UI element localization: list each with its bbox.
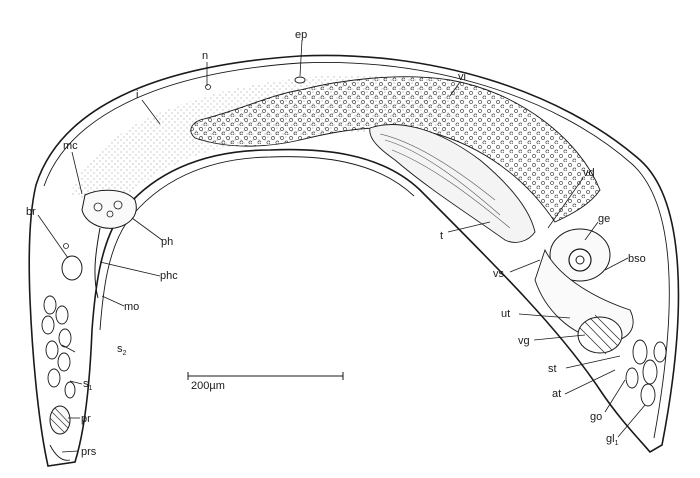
label-ge: ge [598,213,610,225]
label-go: go [590,411,602,423]
label-vd: vd [583,167,595,179]
label-phc: phc [160,270,178,282]
testis-striations [379,133,511,229]
label-mc: mc [63,140,78,152]
pharynx [81,189,137,229]
nerve-ganglion [205,84,211,90]
label-at: at [552,388,561,400]
leader-lines [37,39,646,453]
vagina [577,314,623,355]
label-vs: vs [493,268,505,280]
label-vi: vi [458,71,466,83]
label-br: br [26,206,36,218]
label-vg: vg [518,335,530,347]
label-gl1: gl1 [606,433,619,447]
label-mo: mo [124,301,139,313]
spermatophores [41,295,76,399]
proboscis [49,405,71,435]
label-ph: ph [161,236,173,248]
gland-cells [625,339,667,407]
label-s1: s1 [83,378,93,392]
brain [61,243,83,281]
label-bso: bso [628,253,646,265]
genital-organ [549,228,611,282]
excretory-pore [294,76,306,84]
label-prs: prs [81,446,97,458]
label-st: st [548,363,557,375]
label-n: n [202,50,208,62]
label-t: t [440,230,443,242]
body-outline [28,54,680,467]
scale-bar-label: 200µm [191,380,225,392]
vitellaria [190,76,601,223]
part-labels: ep n vi i mc vd br ph t ge phc vs bso mo… [26,29,646,458]
label-ep: ep [295,29,307,41]
scale-bar: 200µm [187,372,344,392]
label-i: i [136,89,138,101]
proboscis-sheath [49,444,71,461]
label-ut: ut [501,308,510,320]
pharyngeal-canal [94,227,101,299]
label-pr: pr [81,413,91,425]
label-s2: s2 [117,343,127,357]
